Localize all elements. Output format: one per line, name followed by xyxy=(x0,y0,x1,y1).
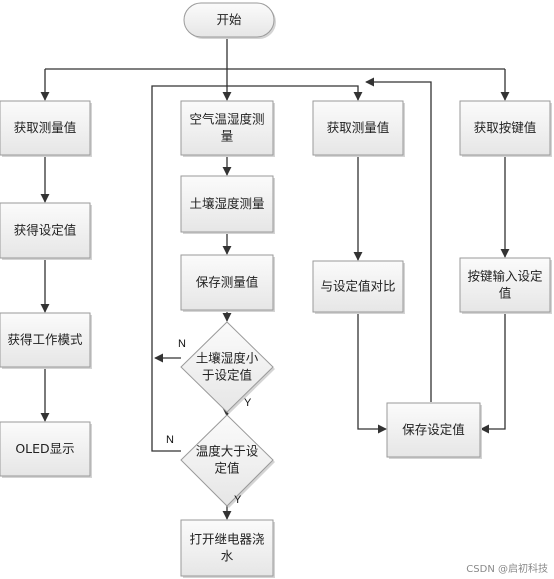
box-col1-get-measure-frame xyxy=(0,100,91,156)
box-col1-get-setting-frame xyxy=(0,202,91,259)
decision-temp-label: 温度大于设定值 xyxy=(196,444,259,476)
box-col2-save-frame xyxy=(180,254,274,311)
box-col2-save: 保存测量值 xyxy=(180,254,275,312)
box-col3-compare: 与设定值对比 xyxy=(312,260,405,314)
connector-decision2-no-loop xyxy=(151,85,363,452)
box-relay-water-frame xyxy=(180,519,274,577)
start-label: 开始 xyxy=(216,12,242,27)
box-relay-water-label: 打开继电器浇水 xyxy=(189,532,264,564)
box-save-settings-label: 保存设定值 xyxy=(402,422,465,437)
box-col1-get-mode-label: 获得工作模式 xyxy=(7,332,83,347)
watermark: CSDN @启初科技 xyxy=(466,562,548,575)
box-col1-get-mode: 获得工作模式 xyxy=(0,312,92,369)
decision-soil: 土壤湿度小于设定值 xyxy=(180,321,275,414)
box-col4-key-input-label: 按键输入设定值 xyxy=(467,269,542,301)
box-col2-air: 空气温湿度测量 xyxy=(180,100,275,157)
box-col2-soil-label: 土壤湿度测量 xyxy=(189,196,264,211)
decision-temp-no-label: N xyxy=(166,434,174,446)
box-col4-get-key-frame xyxy=(459,100,551,156)
decision-temp: 温度大于设定值 xyxy=(180,414,275,508)
box-col2-soil-frame xyxy=(180,175,274,233)
decision-temp-yes-label: Y xyxy=(234,494,242,506)
box-col2-save-label: 保存测量值 xyxy=(196,275,259,290)
box-relay-water: 打开继电器浇水 xyxy=(180,519,275,578)
box-col1-get-setting: 获得设定值 xyxy=(0,202,92,260)
box-col3-get-measure-label: 获取测量值 xyxy=(327,120,390,135)
box-col2-air-frame xyxy=(180,100,274,156)
box-col4-key-input-frame xyxy=(459,257,551,313)
box-col3-get-measure: 获取测量值 xyxy=(312,100,405,157)
decision-soil-label: 土壤湿度小于设定值 xyxy=(196,351,259,383)
box-col3-get-measure-frame xyxy=(312,100,404,156)
box-save-settings-frame xyxy=(386,402,481,458)
box-col1-oled-frame xyxy=(0,421,91,477)
box-col4-get-key-label: 获取按键值 xyxy=(474,120,537,135)
connectors xyxy=(40,36,510,520)
box-col1-oled-label: OLED显示 xyxy=(15,441,74,456)
box-col4-key-input: 按键输入设定值 xyxy=(459,257,552,314)
box-col1-get-mode-frame xyxy=(0,312,91,368)
decision-soil-yes-label: Y xyxy=(244,397,252,409)
box-save-settings: 保存设定值 xyxy=(386,402,482,459)
box-col2-soil: 土壤湿度测量 xyxy=(180,175,275,234)
connector-col4-to-save xyxy=(480,312,506,434)
connector-save-loop xyxy=(365,77,432,402)
box-col2-air-label: 空气温湿度测量 xyxy=(189,112,264,144)
box-col3-compare-label: 与设定值对比 xyxy=(320,279,395,294)
connector-col3-to-save xyxy=(357,312,387,434)
box-col3-compare-frame xyxy=(312,260,404,313)
box-col4-get-key: 获取按键值 xyxy=(459,100,552,157)
box-col1-oled: OLED显示 xyxy=(0,421,92,478)
decision-soil-no-label: N xyxy=(178,338,186,350)
box-col1-get-setting-label: 获得设定值 xyxy=(14,223,77,238)
box-col1-get-measure-label: 获取测量值 xyxy=(14,120,77,135)
box-col1-get-measure: 获取测量值 xyxy=(0,100,92,157)
start-node: 开始 xyxy=(183,2,276,39)
